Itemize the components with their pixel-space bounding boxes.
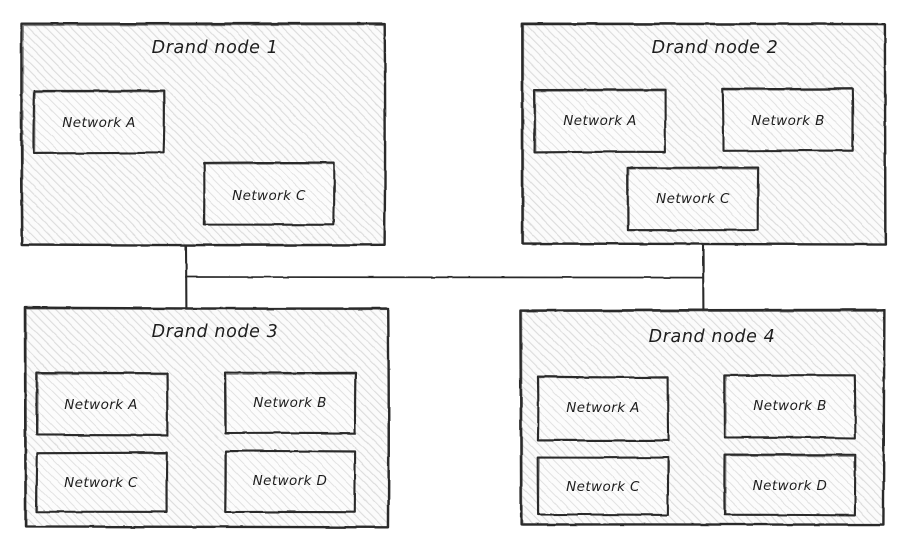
connector-horizontal-bus [185, 276, 704, 279]
drand-node-1-network-c-outline-echo [204, 163, 335, 226]
drand-node-3-group [23, 306, 390, 529]
drand-node-4-group [519, 308, 886, 527]
drand-node-1-group [20, 22, 387, 247]
drand-node-4-network-d-outline[interactable] [723, 453, 857, 517]
drand-node-2-network-a-fill [534, 89, 666, 153]
drand-node-3-network-d-outline-echo [225, 451, 356, 513]
drand-node-3-outline[interactable] [23, 306, 390, 529]
drand-node-2-outline[interactable] [521, 22, 887, 246]
drand-node-1-outline-echo [22, 24, 386, 246]
drand-node-2-network-a-outline-echo [535, 90, 666, 153]
drand-node-4-network-a-fill [537, 376, 669, 441]
drand-node-3-network-b-outline-echo [225, 373, 356, 434]
drand-node-2-fill [521, 23, 886, 245]
drand-node-4-network-c-fill [537, 456, 668, 515]
drand-node-4-outline-echo [521, 310, 885, 526]
drand-node-3-network-c-fill [36, 452, 168, 512]
drand-node-3-network-b-outline[interactable] [223, 371, 357, 435]
drand-node-1-outline[interactable] [20, 22, 387, 247]
drand-node-2-outline-echo [523, 24, 886, 245]
drand-node-2-network-b-fill [722, 88, 854, 152]
node-shapes-group [20, 22, 887, 529]
drand-node-3-outline-echo [25, 308, 389, 528]
drand-node-1-network-a-outline-echo [34, 91, 165, 154]
drand-node-4-network-b-outline-echo [725, 375, 856, 439]
drand-node-1-network-a-fill [33, 90, 164, 154]
drand-node-4-network-c-outline-echo [538, 457, 669, 516]
drand-node-3-network-c-outline-echo [37, 452, 168, 513]
drand-node-3-network-a-outline-echo [37, 373, 168, 436]
drand-node-3-network-a-outline[interactable] [35, 371, 169, 437]
drand-node-4-network-b-outline[interactable] [723, 374, 857, 440]
drand-node-2-group [521, 22, 887, 246]
drand-node-2-network-b-outline-echo [722, 89, 854, 152]
drand-node-2-network-c-fill [628, 167, 759, 231]
connectors-group [184, 242, 705, 312]
drand-node-4-network-d-outline-echo [725, 455, 856, 516]
drand-node-3-network-b-fill [224, 372, 356, 434]
drand-node-3-network-d-fill [224, 450, 356, 513]
drand-node-4-network-b-fill [724, 375, 856, 439]
drand-node-1-network-c-fill [204, 163, 335, 226]
drand-node-2-network-c-outline-echo [628, 168, 759, 231]
drand-node-3-network-a-fill [36, 372, 168, 436]
drand-node-4-network-a-outline-echo [538, 377, 669, 441]
drand-node-4-network-d-fill [724, 454, 856, 516]
